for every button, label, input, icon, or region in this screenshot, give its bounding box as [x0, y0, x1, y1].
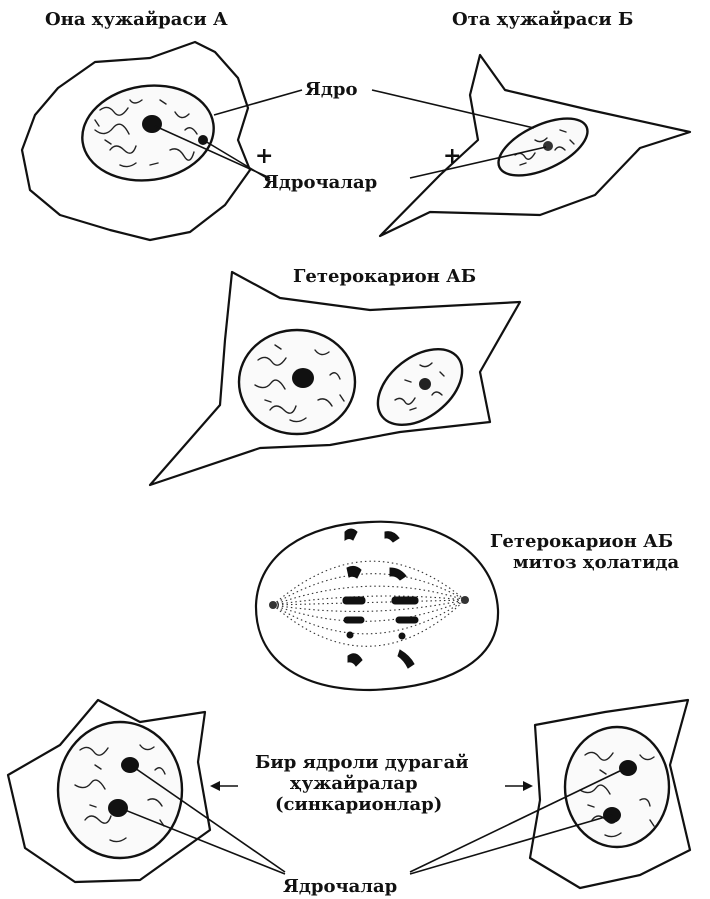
plus-sign-left: + — [255, 143, 273, 169]
metaphase-chromosomes — [343, 529, 418, 668]
synkaryon-left-nucleolus-1 — [121, 757, 139, 773]
spindle-pole-left — [269, 601, 277, 609]
mother-nucleus — [76, 77, 220, 188]
plus-sign-right: + — [443, 143, 461, 169]
father-nucleolus — [543, 141, 553, 151]
nucleus-label: Ядро — [305, 79, 357, 100]
heterokaryon-label: Гетерокарион АБ — [293, 266, 476, 287]
nucleoli-label-top: Ядрочалар — [263, 172, 377, 193]
mother-nucleolus — [142, 115, 162, 133]
heterokaryon-cell — [150, 272, 520, 485]
arrow-left — [210, 781, 238, 791]
hybrid-label-line2: ҳужайралар — [290, 773, 418, 794]
father-cell-b — [380, 55, 690, 236]
spindle-fibers — [273, 561, 465, 646]
mitosis-label-line2: митоз ҳолатида — [513, 552, 679, 573]
hybrid-label-line3: (синкарионлар) — [275, 794, 442, 815]
synkaryon-right-nucleolus-1 — [619, 760, 637, 776]
synkaryon-left-nucleolus-2 — [108, 799, 128, 817]
mother-cell-label: Она ҳужайраси А — [45, 9, 228, 30]
father-cell-label: Ота ҳужайраси Б — [452, 9, 633, 30]
heterokaryon-nucleolus-a — [292, 368, 314, 388]
mother-cell-a — [22, 42, 250, 240]
heterokaryon-nucleolus-b — [419, 378, 431, 390]
spindle-pole-right — [461, 596, 469, 604]
synkaryon-left — [8, 700, 210, 882]
hybrid-label-line1: Бир ядроли дурагай — [255, 752, 469, 773]
synkaryon-right — [530, 700, 690, 888]
synkaryon-left-nucleus — [58, 722, 182, 858]
mitosis-label-line1: Гетерокарион АБ — [490, 531, 673, 552]
mitosis-cell — [256, 522, 498, 690]
synkaryon-right-nucleus — [565, 727, 669, 847]
mother-nucleolus-small — [198, 135, 208, 145]
arrow-right — [505, 781, 533, 791]
nucleoli-label-bottom: Ядрочалар — [283, 876, 397, 897]
